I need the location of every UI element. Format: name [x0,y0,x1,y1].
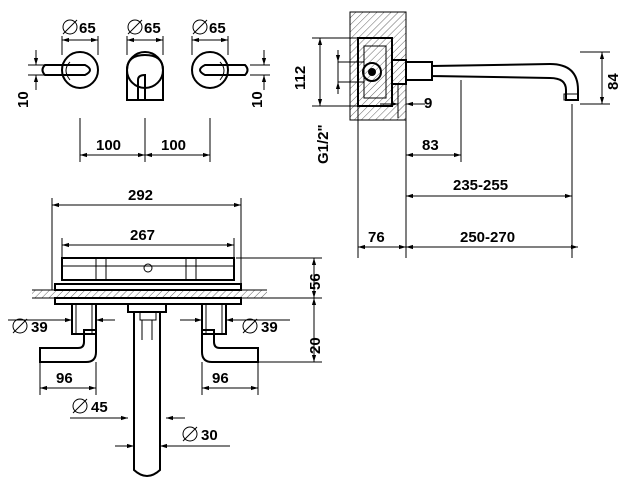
dim-d45-label: 45 [91,399,108,416]
dim-h10-left: 10 [15,91,32,108]
dim-d65-1: 65 [62,19,96,37]
dim-w292: 292 [128,187,153,204]
dim-d65-3-label: 65 [209,20,226,37]
dim-thread: G1/2" [315,124,332,164]
dim-d39-right-label: 39 [261,319,278,336]
dim-w9: 9 [424,95,432,112]
dim-h84: 84 [605,73,622,90]
dim-w96-right: 96 [212,370,229,387]
dim-d30-label: 30 [201,427,218,444]
dim-h10-right: 10 [249,91,266,108]
dim-h112: 112 [292,66,309,90]
dim-spacing-100-right: 100 [161,137,186,154]
dim-w76: 76 [368,229,385,246]
dim-h20: 20 [307,337,324,354]
dim-d39-left-label: 39 [31,319,48,336]
spout-top [126,51,164,101]
dim-d39-left: 39 [12,318,48,336]
dim-w250: 250-270 [460,229,515,246]
side-view: 112 G1/2" 84 9 83 235-255 76 250-270 [292,11,622,258]
dim-d65-3: 65 [192,19,226,37]
top-view: 65 65 65 10 10 100 100 [15,19,270,162]
dim-d45: 45 [72,398,108,416]
dim-d65-1-label: 65 [79,20,96,37]
left-handle-top [41,51,99,89]
dim-w83: 83 [422,137,439,154]
dim-d30: 30 [182,426,218,444]
dim-d39-right: 39 [242,318,278,336]
dim-d65-2: 65 [127,19,161,37]
dim-d65-2-label: 65 [144,20,161,37]
dim-w267: 267 [130,227,155,244]
right-handle-top [191,51,249,89]
dim-spacing-100-left: 100 [96,137,121,154]
dim-w96-left: 96 [56,370,73,387]
dim-h56: 56 [307,273,324,290]
dim-w235: 235-255 [453,177,508,194]
front-view: 292 267 56 20 39 39 96 [8,187,324,477]
